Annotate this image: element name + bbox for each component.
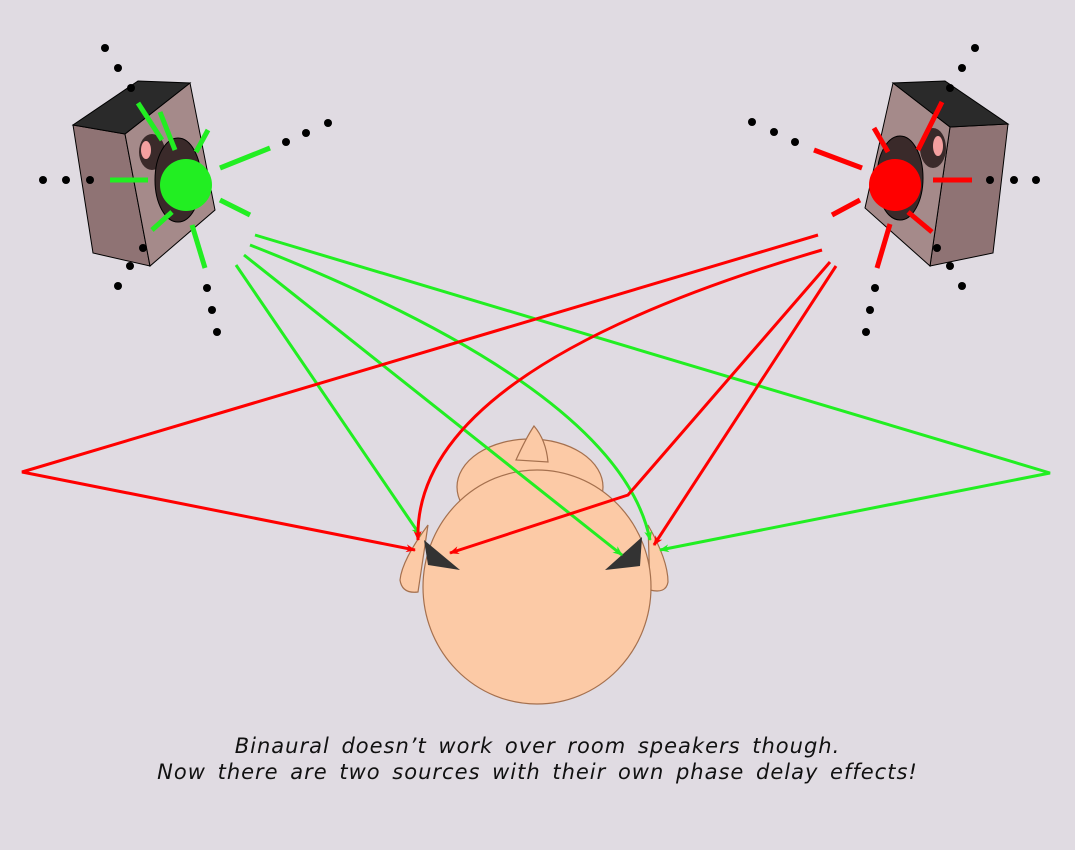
left-ear-canal [424,540,460,570]
left-dotted-rays [39,44,332,336]
caption-line-2: Now there are two sources with their own… [157,760,918,784]
right-ear-canal [605,537,642,570]
right-dotted-rays [748,44,1040,336]
caption: Binaural doesn’t work over room speakers… [0,733,1075,785]
green-sound-paths [234,233,1051,557]
caption-line-1: Binaural doesn’t work over room speakers… [234,734,841,758]
head-icon [399,425,669,705]
right-sound-bursts [813,100,972,269]
left-source-dot [160,159,212,211]
red-sound-paths [21,233,838,555]
right-source-dot [869,159,921,211]
left-sound-bursts [110,101,271,269]
